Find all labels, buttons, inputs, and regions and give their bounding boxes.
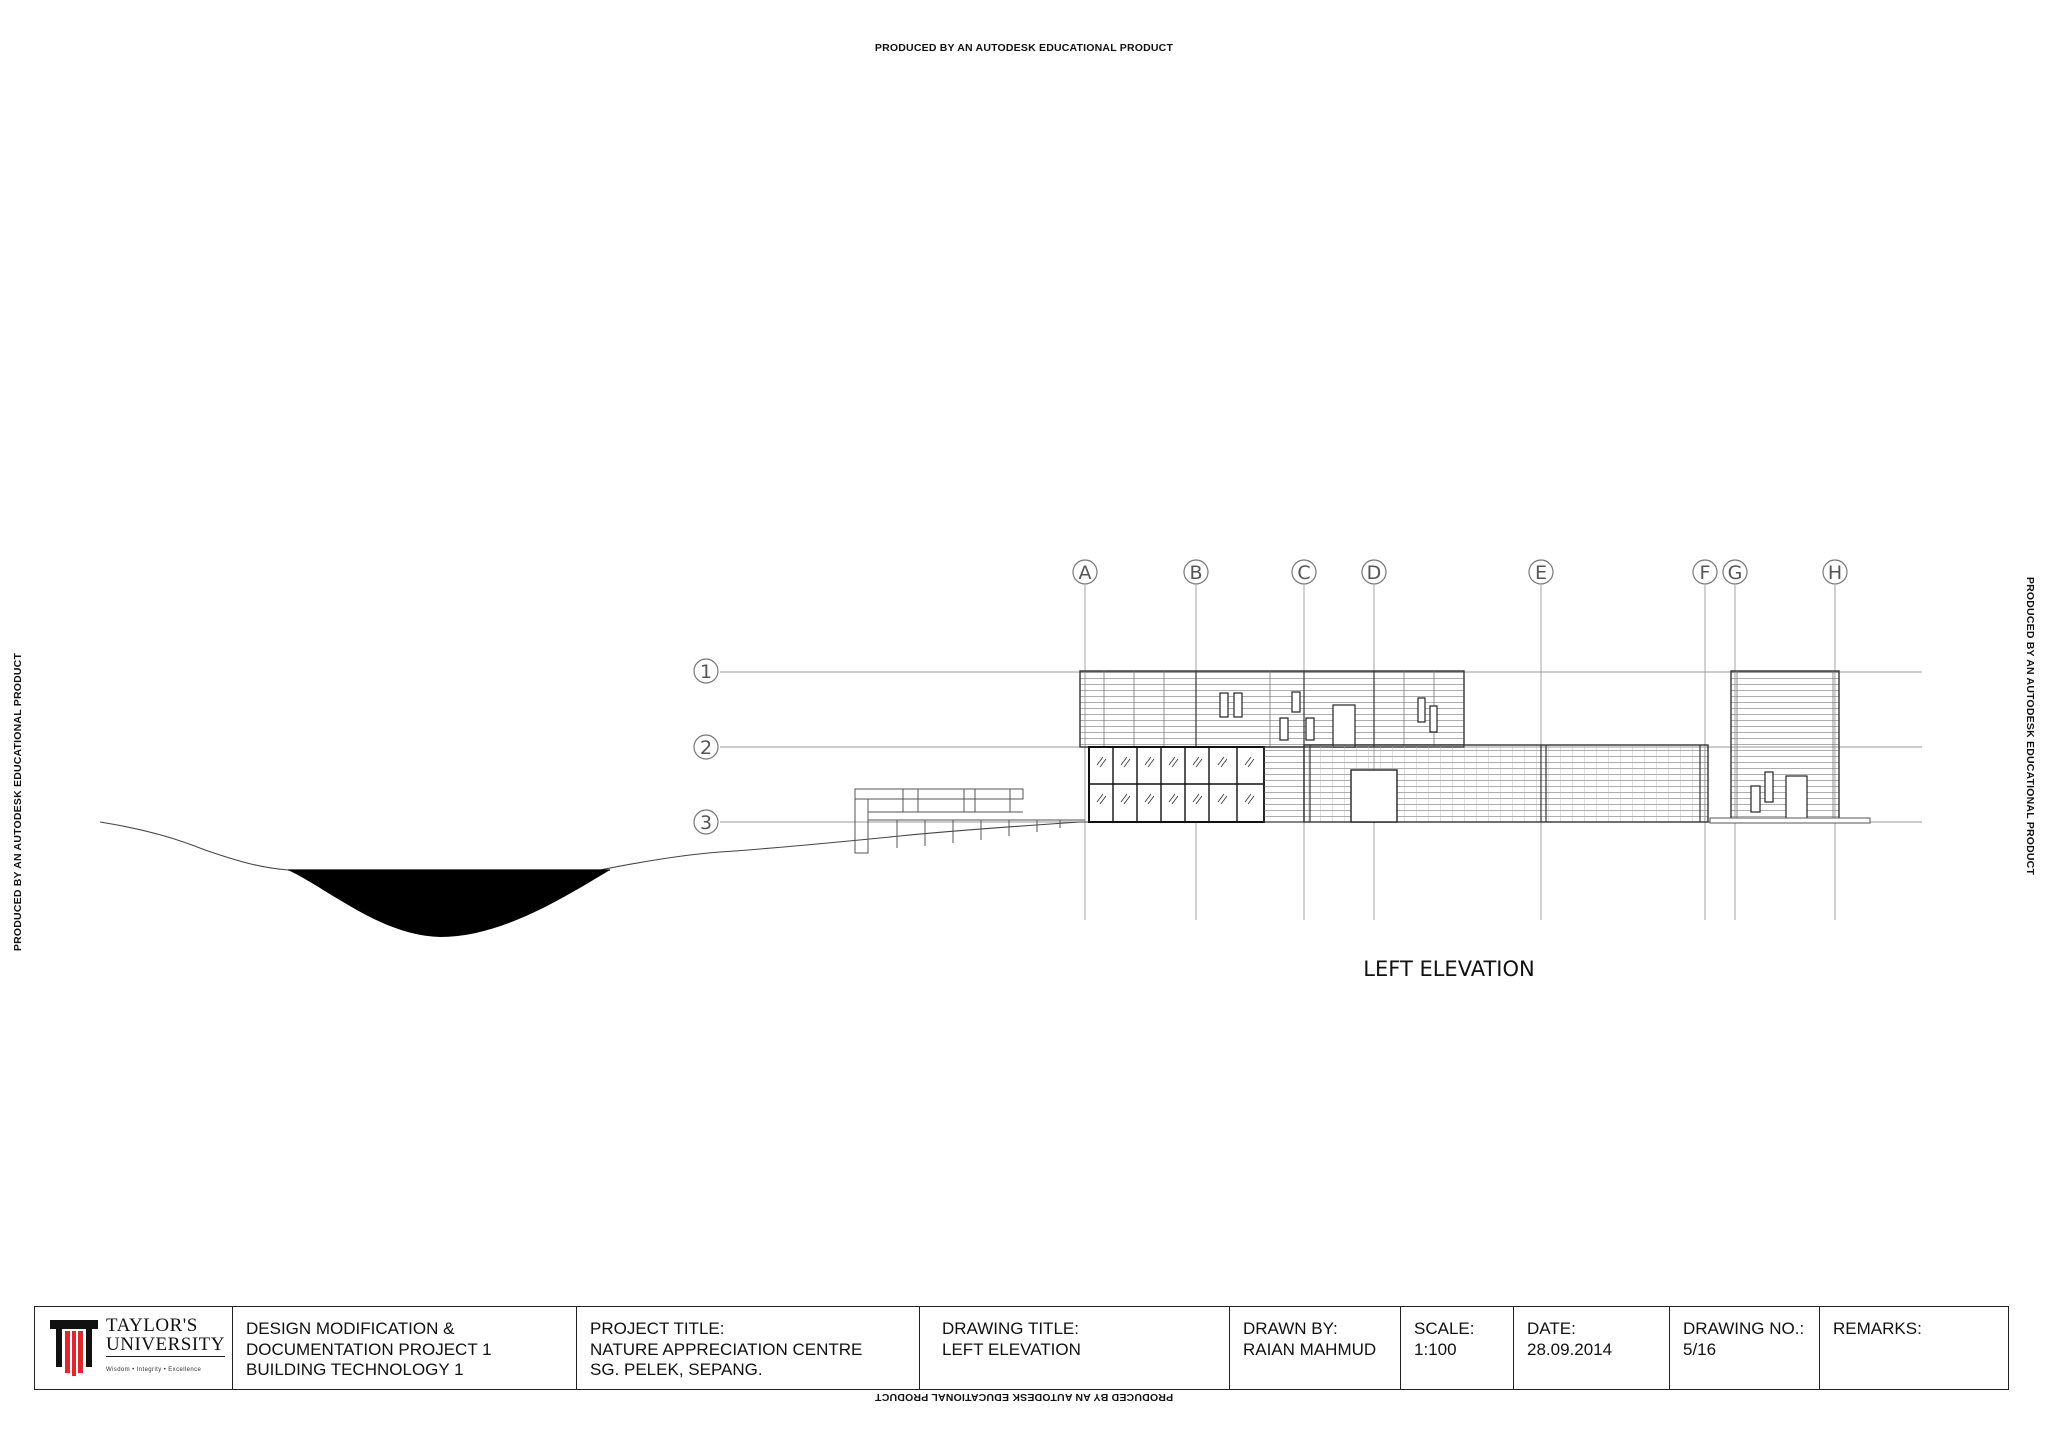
project-title-line1: NATURE APPRECIATION CENTRE [590,1339,863,1359]
column-label-b: B [1189,562,1202,584]
drawn-by-cell: DRAWN BY: RAIAN MAHMUD [1230,1307,1401,1389]
drawing-title-cell: DRAWING TITLE: LEFT ELEVATION [920,1307,1230,1389]
ground-slab [1709,817,1871,824]
level-grid-markers [693,658,719,835]
level-label-2: 2 [700,737,712,759]
level-label-3: 3 [700,812,712,834]
drawing-title-label: DRAWING TITLE: [942,1319,1079,1338]
pond-section [288,870,610,937]
taylors-logo-icon [50,1320,98,1376]
remarks-label: REMARKS: [1833,1319,1922,1338]
scale-cell: SCALE: 1:100 [1401,1307,1514,1389]
date-label: DATE: [1527,1319,1576,1338]
project-title-label: PROJECT TITLE: [590,1319,725,1338]
glass-reflection-marks [1096,756,1255,805]
course-line2: DOCUMENTATION PROJECT 1 [246,1339,492,1359]
column-label-g: G [1728,562,1743,584]
column-label-f: F [1700,562,1711,584]
scale-value: 1:100 [1414,1339,1457,1359]
logo-name-line1: TAYLOR'S [106,1314,198,1336]
drawing-no-value: 5/16 [1683,1339,1717,1359]
course-line3: BUILDING TECHNOLOGY 1 [246,1360,464,1379]
upper-windows [1219,691,1438,748]
column-label-a: A [1079,562,1092,584]
drawn-by-label: DRAWN BY: [1243,1319,1338,1338]
column-label-d: D [1367,562,1382,584]
drawing-caption: LEFT ELEVATION [1363,957,1534,981]
column-grid-markers [1072,559,1848,585]
tower-openings [1750,771,1808,823]
drawing-no-label: DRAWING NO.: [1683,1319,1805,1338]
drawing-title-value: LEFT ELEVATION [942,1339,1081,1359]
upper-block-left [1079,670,1465,748]
course-line1: DESIGN MODIFICATION & [246,1319,455,1338]
logo-name-line2: UNIVERSITY [106,1333,225,1355]
university-logo: TAYLOR'S UNIVERSITY Wisdom • Integrity •… [35,1307,233,1389]
drawing-no-cell: DRAWING NO.: 5/16 [1670,1307,1820,1389]
entrance-door [1350,769,1398,823]
deck-structure [854,788,1085,854]
project-title-line2: SG. PELEK, SEPANG. [590,1360,763,1379]
project-title-cell: PROJECT TITLE: NATURE APPRECIATION CENTR… [577,1307,920,1389]
date-value: 28.09.2014 [1527,1339,1613,1359]
logo-tagline: Wisdom • Integrity • Excellence [106,1366,202,1373]
remarks-cell: REMARKS: [1820,1307,2008,1389]
date-cell: DATE: 28.09.2014 [1514,1307,1670,1389]
watermark-top: PRODUCED BY AN AUTODESK EDUCATIONAL PROD… [874,42,1174,54]
column-label-h: H [1828,562,1842,584]
terrain-line [99,821,1870,871]
course-cell: DESIGN MODIFICATION & DOCUMENTATION PROJ… [233,1307,577,1389]
tower-block [1730,670,1840,823]
scale-label: SCALE: [1414,1319,1475,1338]
level-label-1: 1 [700,661,712,683]
title-block: TAYLOR'S UNIVERSITY Wisdom • Integrity •… [34,1306,2009,1390]
drawn-by-value: RAIAN MAHMUD [1243,1339,1377,1359]
column-label-c: C [1297,562,1310,584]
column-label-e: E [1535,562,1547,584]
